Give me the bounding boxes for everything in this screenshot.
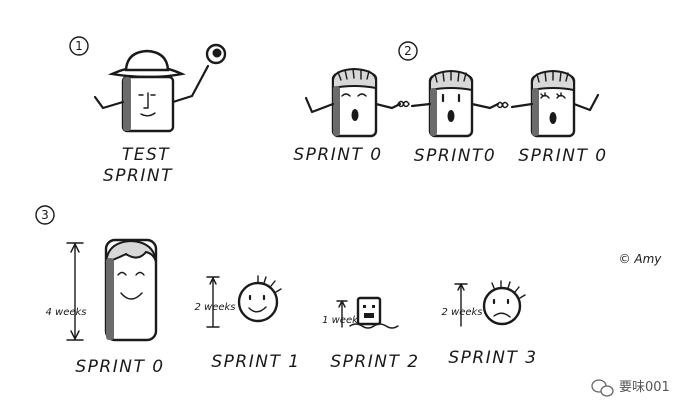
test-sprint-label-line1: TEST bbox=[122, 145, 170, 165]
sprint-2-label: SPRINT 2 bbox=[330, 352, 419, 372]
section-3-number: 3 bbox=[41, 208, 49, 222]
sprint-2-group: 1 week SPRINT 2 bbox=[322, 296, 419, 372]
sprint-zero-label-1: SPRINT 0 bbox=[293, 145, 382, 165]
sprint-zero-label-3: SPRINT 0 bbox=[518, 146, 607, 166]
section-2: 2 bbox=[293, 41, 607, 166]
section-3: 3 4 weeks SPRINT 0 2 weeks SPRINT 1 bbox=[35, 205, 537, 377]
hair bbox=[332, 67, 377, 90]
sprint-0-group: 4 weeks SPRINT 0 bbox=[45, 238, 164, 377]
tester-character bbox=[93, 43, 227, 133]
tester-left-arm bbox=[93, 95, 125, 110]
duration-bar bbox=[206, 276, 220, 328]
magnifier-lens bbox=[212, 48, 222, 58]
section-1-number: 1 bbox=[75, 39, 83, 53]
test-sprint-label-line2: SPRINT bbox=[103, 166, 173, 186]
sprint-3-duration: 2 weeks bbox=[441, 307, 482, 318]
sprint-1-group: 2 weeks SPRINT 1 bbox=[194, 275, 300, 372]
wechat-icon bbox=[591, 379, 614, 397]
sad-face-icon bbox=[482, 286, 522, 326]
sprint-0-duration: 4 weeks bbox=[45, 307, 86, 318]
water-line bbox=[349, 323, 399, 329]
sprint-zero-character-3 bbox=[510, 69, 600, 138]
section-2-number-circle bbox=[398, 41, 418, 61]
sprint-3-label: SPRINT 3 bbox=[448, 348, 537, 368]
section-2-number: 2 bbox=[404, 44, 412, 58]
tester-right-arm bbox=[171, 64, 210, 104]
artist-signature: © Amy bbox=[619, 252, 663, 266]
duration-bar bbox=[454, 283, 468, 327]
sprint-0-hair bbox=[104, 239, 157, 264]
sprint-0-label: SPRINT 0 bbox=[75, 357, 164, 377]
sprint-2-body bbox=[356, 296, 382, 326]
handshake-icon-2 bbox=[496, 101, 509, 109]
sprint-zero-character-2 bbox=[410, 69, 500, 138]
sun-face-icon bbox=[237, 281, 279, 323]
sprint-3-group: 2 weeks SPRINT 3 bbox=[441, 280, 537, 368]
sprint-zero-character-1 bbox=[304, 67, 402, 138]
hat-crown bbox=[124, 49, 170, 72]
watermark-text: 要味001 bbox=[619, 380, 670, 395]
sprint-2-duration: 1 week bbox=[322, 315, 359, 326]
section-1: 1 TEST SPRINT bbox=[69, 36, 227, 186]
sprint-1-duration: 2 weeks bbox=[194, 302, 235, 313]
sprint-1-label: SPRINT 1 bbox=[211, 352, 300, 372]
sprint-zero-label-2: SPRINT0 bbox=[414, 146, 496, 166]
section-1-number-circle bbox=[69, 36, 89, 56]
handshake-icon bbox=[397, 100, 410, 108]
section-3-number-circle bbox=[35, 205, 55, 225]
watermark: 要味001 bbox=[591, 379, 670, 397]
tester-body-shadow bbox=[123, 77, 131, 131]
duration-bar bbox=[66, 242, 84, 341]
